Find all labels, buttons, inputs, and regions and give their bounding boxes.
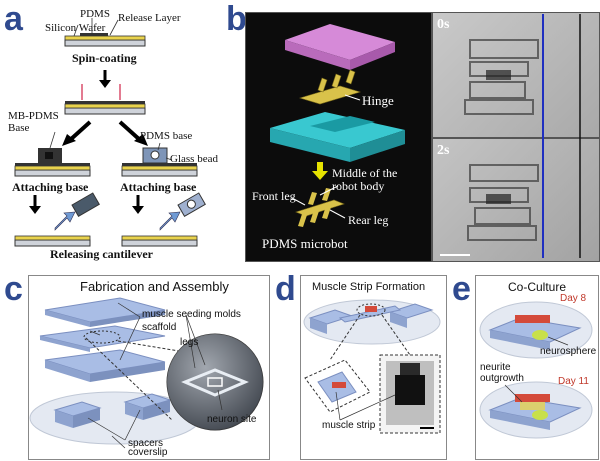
label-glass-bead: Glass bead	[170, 153, 218, 165]
label-mb-pdms-base: MB-PDMS Base	[8, 110, 59, 135]
label-pdms: PDMS	[80, 8, 110, 20]
pdms-bead-stack	[121, 147, 198, 177]
label-scaffold: scaffold	[142, 322, 177, 333]
label-front-leg: Front leg	[252, 189, 296, 203]
top-wafer-stack	[64, 33, 146, 47]
panel-a-label: a	[4, 0, 23, 38]
label-silicon-wafer: Silicon Wafer	[45, 22, 106, 34]
label-spin-coating: Spin-coating	[72, 51, 137, 65]
panel-b-label: b	[226, 0, 247, 38]
label-muscle-strip: muscle strip	[322, 420, 376, 431]
label-neurite-outgrowth: neurite outgrowth	[480, 362, 524, 384]
label-release-layer: Release Layer	[118, 12, 181, 24]
micrograph-2s	[432, 138, 600, 262]
label-pdms-microbot: PDMS microbot	[262, 236, 348, 251]
panel-d-title: Muscle Strip Formation	[312, 281, 426, 293]
panel-d-label: d	[275, 270, 296, 308]
label-muscle-molds: muscle seeding molds	[142, 309, 241, 320]
panel-c-label: c	[4, 270, 23, 308]
label-spacers: spacers	[128, 438, 164, 449]
mb-pdms-stack	[14, 148, 91, 177]
label-pdms-base: PDMS base	[140, 130, 193, 142]
micrograph-art	[464, 14, 581, 258]
label-hinge: Hinge	[362, 93, 394, 108]
label-middle-body: Middle of the robot body	[332, 166, 398, 194]
label-attaching-base-left: Attaching base	[12, 180, 89, 194]
microbot-schematic-art	[270, 24, 405, 227]
label-coverslip: coverslip	[128, 447, 168, 458]
label-neurosphere: neurosphere	[540, 346, 597, 357]
hinge-shape	[298, 69, 362, 105]
label-attaching-base-right: Attaching base	[120, 180, 197, 194]
label-rear-leg: Rear leg	[348, 213, 389, 227]
label-neuron-site: neuron site	[207, 414, 257, 425]
label-day11: Day 11	[558, 376, 589, 387]
tilted-base-right	[177, 192, 206, 217]
microbot-shape	[295, 188, 345, 227]
panel-e-label: e	[452, 270, 471, 308]
time-label-2s: 2s	[437, 143, 450, 158]
label-day8: Day 8	[560, 293, 587, 304]
time-label-0s: 0s	[437, 17, 450, 32]
label-legs: legs	[180, 337, 199, 348]
cut-wafer-stack	[64, 101, 146, 115]
label-releasing-cantilever: Releasing cantilever	[50, 247, 153, 261]
tilted-base-left	[71, 192, 100, 217]
panel-a-diagram	[14, 18, 206, 247]
panel-c-title: Fabrication and Assembly	[80, 279, 229, 294]
panel-e-title: Co-Culture	[508, 280, 567, 294]
